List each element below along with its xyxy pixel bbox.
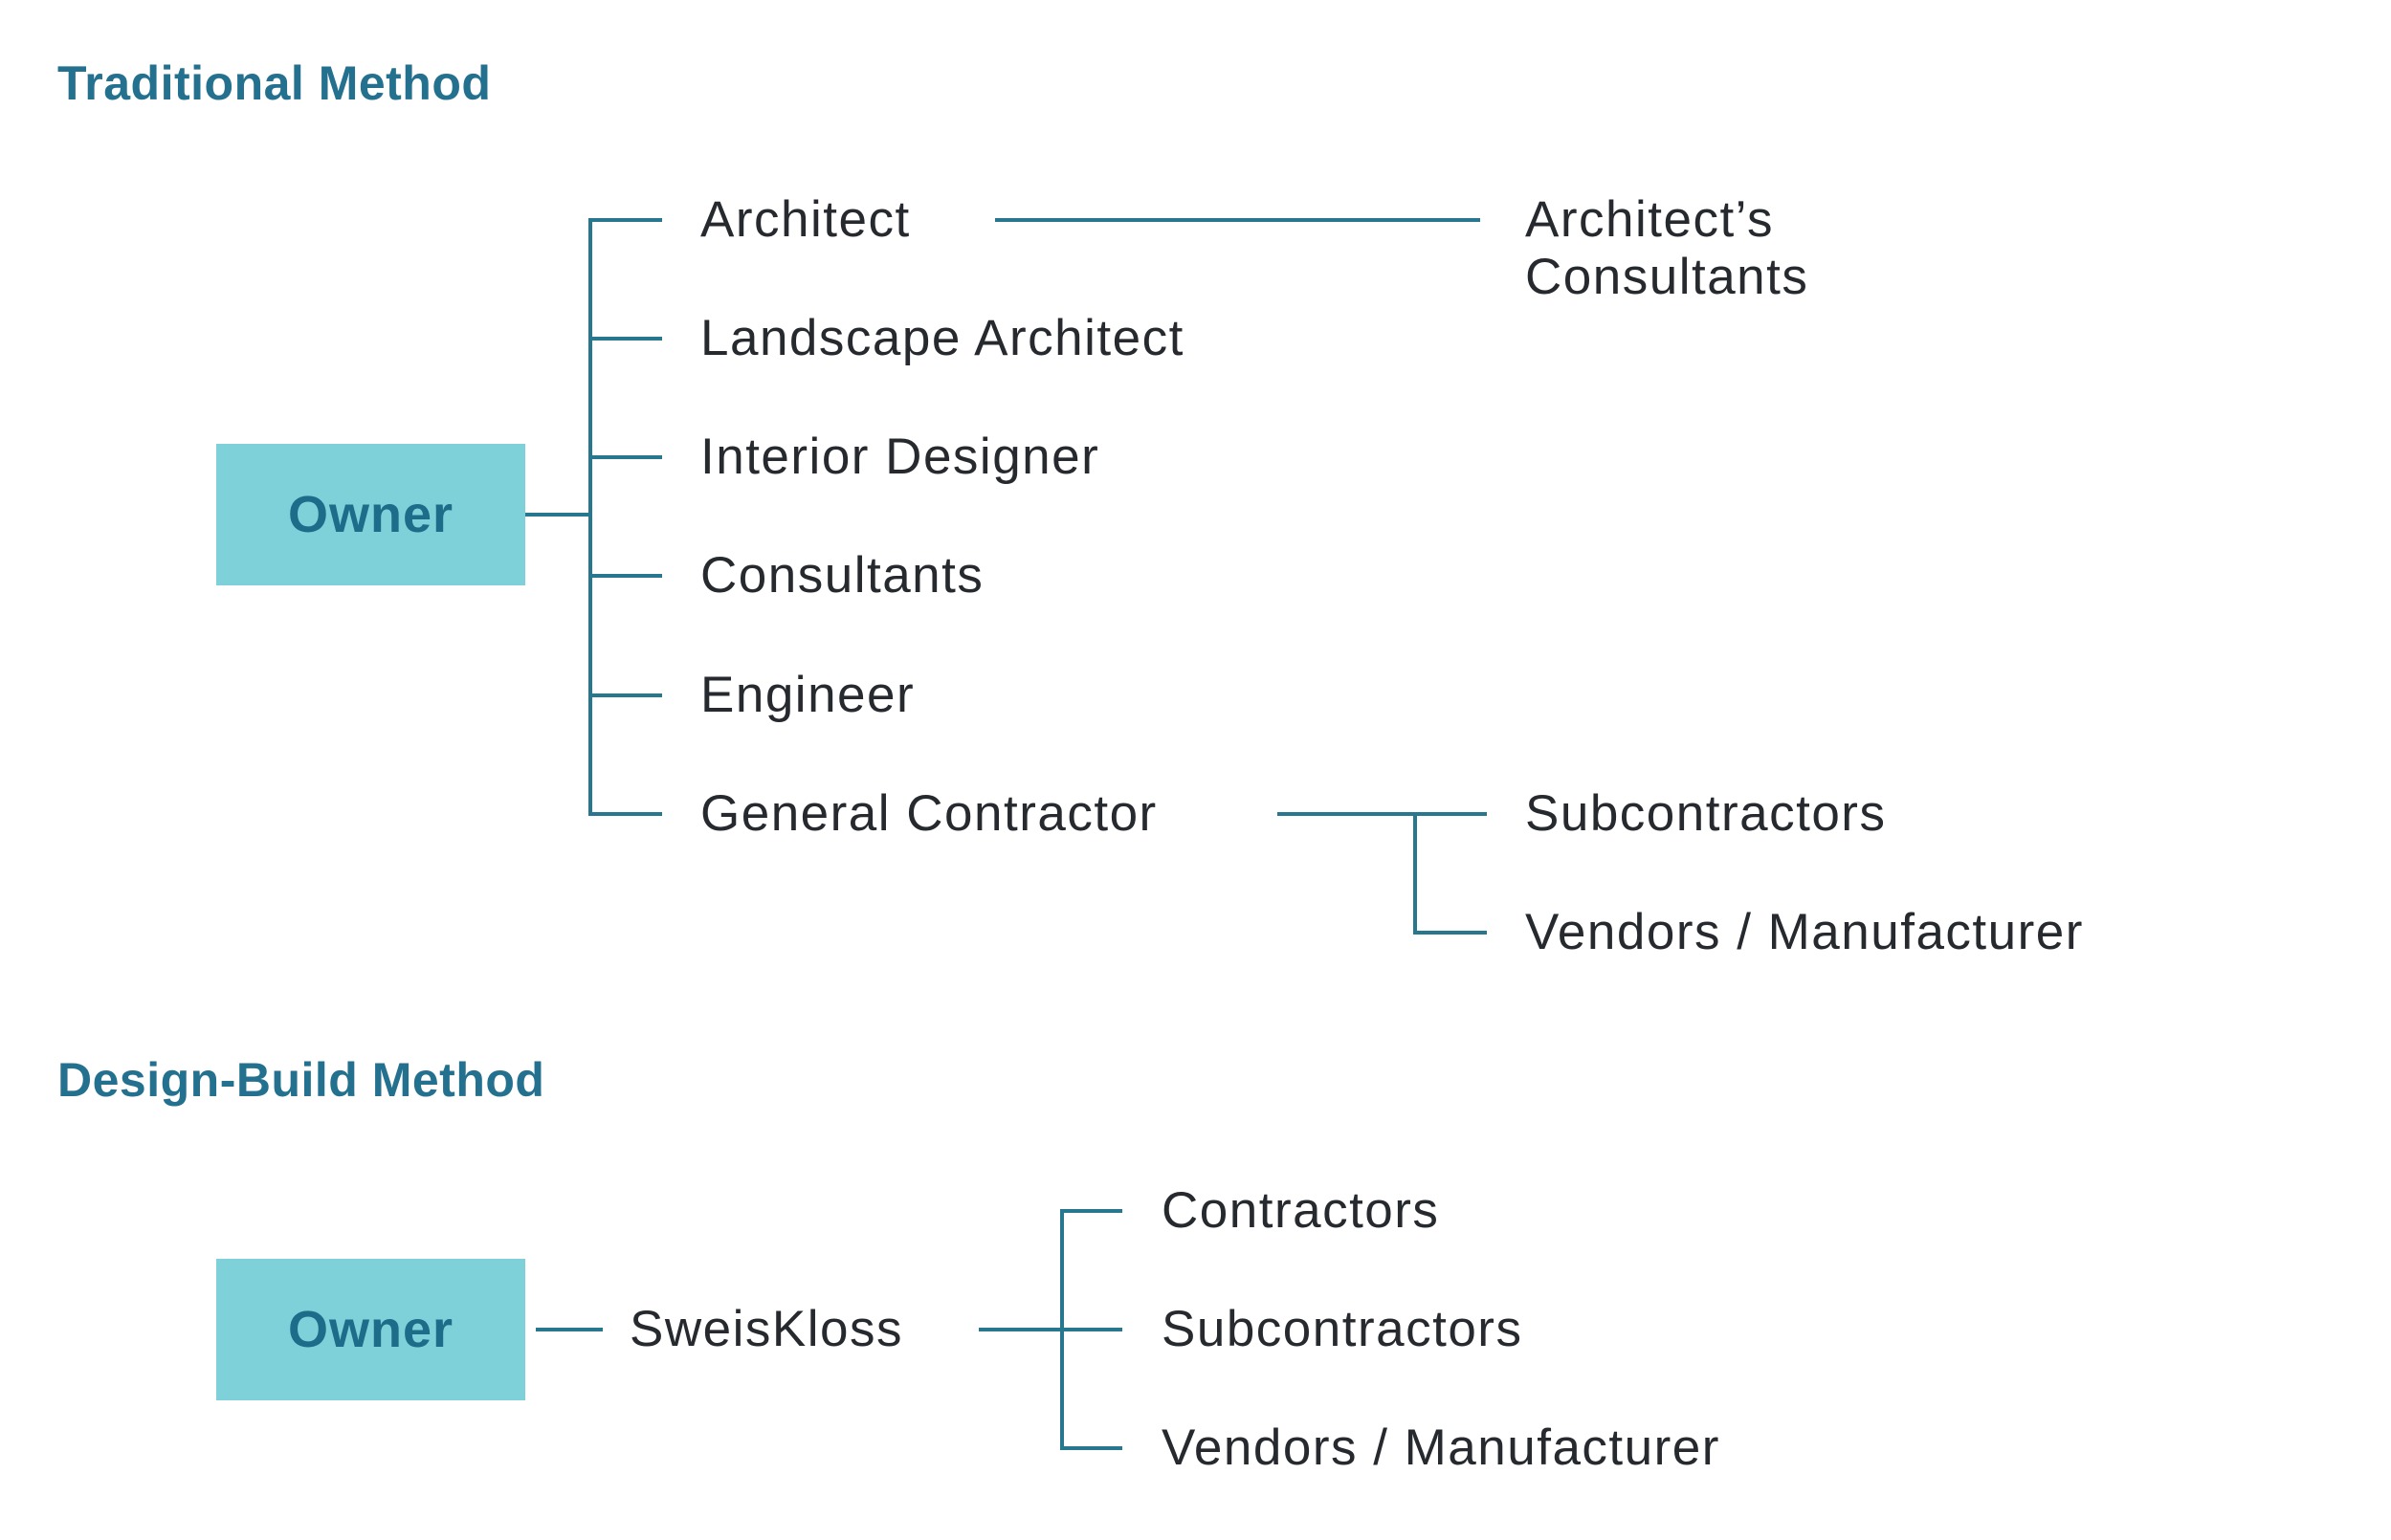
node-general-contractor: General Contractor — [700, 785, 1158, 842]
node-vendors-manufacturer-traditional: Vendors / Manufacturer — [1525, 904, 2084, 960]
branch-stub-landscape-architect — [588, 337, 662, 341]
traditional-owner-connector-line — [525, 513, 590, 517]
gc-vendors-stub-line — [1413, 931, 1487, 935]
branch-stub-engineer — [588, 693, 662, 697]
sweiskloss-branch-connector-line — [979, 1328, 1122, 1331]
design-build-owner-label: Owner — [287, 1301, 454, 1358]
branch-stub-general-contractor — [588, 812, 662, 816]
architect-consultants-connector-line — [995, 218, 1480, 222]
traditional-owner-box: Owner — [216, 444, 525, 585]
traditional-owner-label: Owner — [287, 486, 454, 543]
node-subcontractors-design-build: Subcontractors — [1162, 1301, 1523, 1357]
node-contractors: Contractors — [1162, 1182, 1440, 1239]
architects-consultants-line2: Consultants — [1525, 249, 1809, 305]
node-consultants: Consultants — [700, 547, 985, 604]
branch-stub-architect — [588, 218, 662, 222]
node-landscape-architect: Landscape Architect — [700, 310, 1184, 366]
architects-consultants-line1: Architect’s — [1525, 191, 1774, 248]
node-sweiskloss: SweisKloss — [630, 1301, 903, 1357]
design-build-owner-box: Owner — [216, 1259, 525, 1400]
traditional-method-title: Traditional Method — [57, 56, 492, 110]
design-build-branch-vertical-line — [1060, 1209, 1064, 1450]
branch-stub-consultants — [588, 574, 662, 578]
design-build-method-title: Design-Build Method — [57, 1053, 545, 1107]
node-architect: Architect — [700, 191, 911, 248]
contractors-stub-line — [1060, 1209, 1122, 1213]
node-subcontractors-traditional: Subcontractors — [1525, 785, 1887, 842]
gc-branch-vertical-line — [1413, 812, 1417, 935]
owner-sweiskloss-connector-line — [536, 1328, 603, 1331]
branch-stub-interior-designer — [588, 455, 662, 459]
node-architects-consultants: Architect’s Consultants — [1525, 191, 1808, 306]
node-vendors-manufacturer-design-build: Vendors / Manufacturer — [1162, 1419, 1720, 1476]
vendors-stub-line — [1060, 1446, 1122, 1450]
node-interior-designer: Interior Designer — [700, 429, 1100, 485]
traditional-trunk-line — [588, 218, 592, 816]
gc-subcontractors-connector-line — [1277, 812, 1487, 816]
node-engineer: Engineer — [700, 667, 916, 723]
